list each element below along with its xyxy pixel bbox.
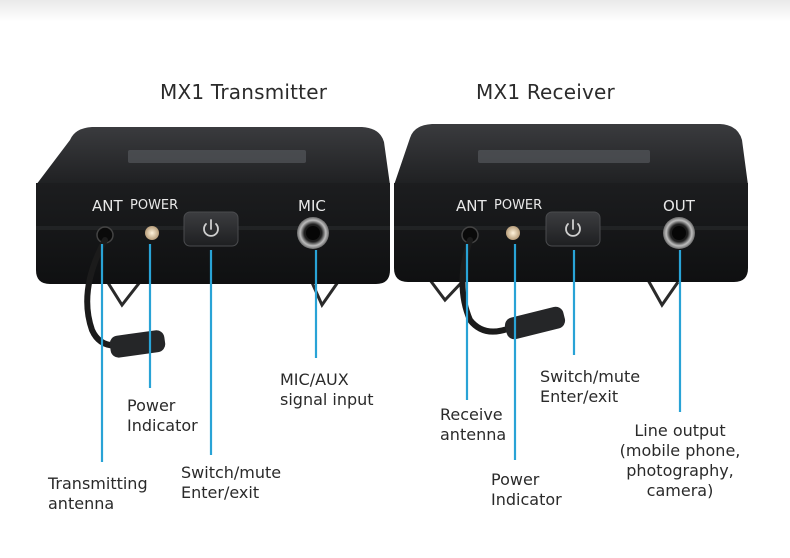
power-icon (565, 219, 581, 237)
mic-aux-input-callout: MIC/AUX signal input (280, 370, 374, 409)
receiver-device (394, 124, 748, 340)
receiver-jack-label: OUT (663, 197, 695, 215)
top-shadow-bar (0, 0, 790, 22)
receiver-title: MX1 Receiver (476, 80, 615, 104)
receiver-switch-callout: Switch/mute Enter/exit (540, 367, 641, 406)
receiver-ant-label: ANT (456, 197, 487, 215)
line-output-callout: Line output (mobile phone, photography, … (619, 421, 741, 500)
receiver-power-indicator-callout: Power Indicator (491, 470, 562, 509)
receive-antenna-callout: Receive antenna (440, 405, 507, 444)
transmitter-ant-label: ANT (92, 197, 123, 215)
power-icon (203, 219, 219, 237)
transmitter-power-indicator-callout: Power Indicator (127, 396, 198, 435)
transmitter-switch-callout: Switch/mute Enter/exit (181, 463, 282, 502)
transmitting-antenna-callout: Transmitting antenna (48, 474, 148, 513)
receiver-power-label: POWER (494, 198, 543, 213)
transmitter-jack-label: MIC (298, 197, 326, 215)
callout-lines (100, 244, 682, 462)
transmitter-power-label: POWER (130, 198, 179, 213)
transmitter-title: MX1 Transmitter (160, 80, 328, 104)
transmitter-device (36, 127, 390, 358)
